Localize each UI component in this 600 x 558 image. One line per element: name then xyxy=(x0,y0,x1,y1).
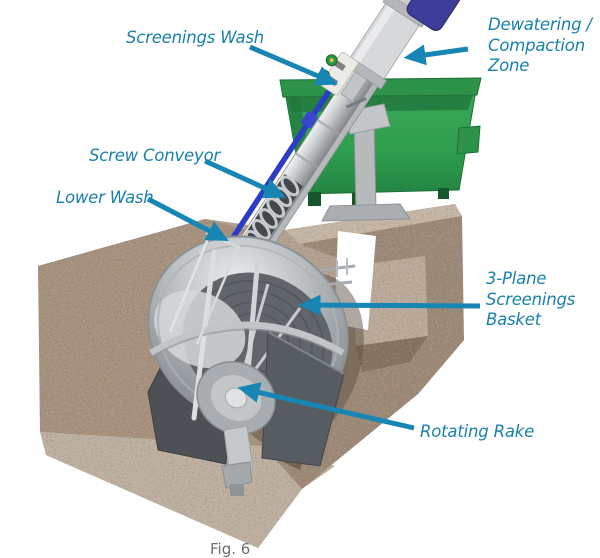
rotating-rake-arrow xyxy=(237,382,415,431)
callout-rotating-rake: Rotating Rake xyxy=(420,422,535,441)
concrete-deck xyxy=(285,204,462,244)
three-plane-screenings-basket-arrow xyxy=(298,294,481,316)
container-leg xyxy=(438,188,449,199)
overflow-pipes xyxy=(319,258,356,287)
callout-screenings-wash: Screenings Wash xyxy=(126,28,265,47)
callout-arrows xyxy=(146,44,481,431)
figure-caption: Fig. 6 xyxy=(210,540,251,558)
three-plane-screenings-basket xyxy=(147,231,364,496)
screw-conveyor-arrow xyxy=(203,158,286,199)
output-shaft xyxy=(221,425,254,496)
drive-motor xyxy=(406,0,470,31)
callout-dewatering-compaction-zone: Dewatering / Compaction Zone xyxy=(488,15,592,75)
support-stand xyxy=(321,103,411,222)
callout-three-plane-screenings-basket: 3-Plane Screenings Basket xyxy=(486,269,576,329)
lower-wash-arrow xyxy=(146,196,229,241)
drive-flange xyxy=(196,361,276,435)
stand-column xyxy=(353,119,377,213)
basket-curved-band xyxy=(149,321,345,357)
container-leg xyxy=(308,192,321,206)
basket-curved-band-shadow xyxy=(150,328,344,358)
scoop-edge-highlight xyxy=(267,331,345,375)
container-handle xyxy=(456,125,481,155)
wash-water-pipe xyxy=(217,62,349,261)
concrete-front-face xyxy=(40,432,335,548)
callout-screw-conveyor: Screw Conveyor xyxy=(89,146,221,165)
tube-ring xyxy=(294,152,319,169)
screw-conveyor-tube xyxy=(215,0,470,279)
wash-water-pipe-fitting xyxy=(301,111,318,129)
stand-base xyxy=(321,203,411,222)
concrete-step-shadow xyxy=(356,336,428,372)
screenings-wash-arrow xyxy=(249,44,338,86)
dewatering-compaction-zone-arrow xyxy=(403,44,469,66)
tube-ring xyxy=(316,118,340,136)
callout-lower-wash: Lower Wash xyxy=(56,188,154,207)
